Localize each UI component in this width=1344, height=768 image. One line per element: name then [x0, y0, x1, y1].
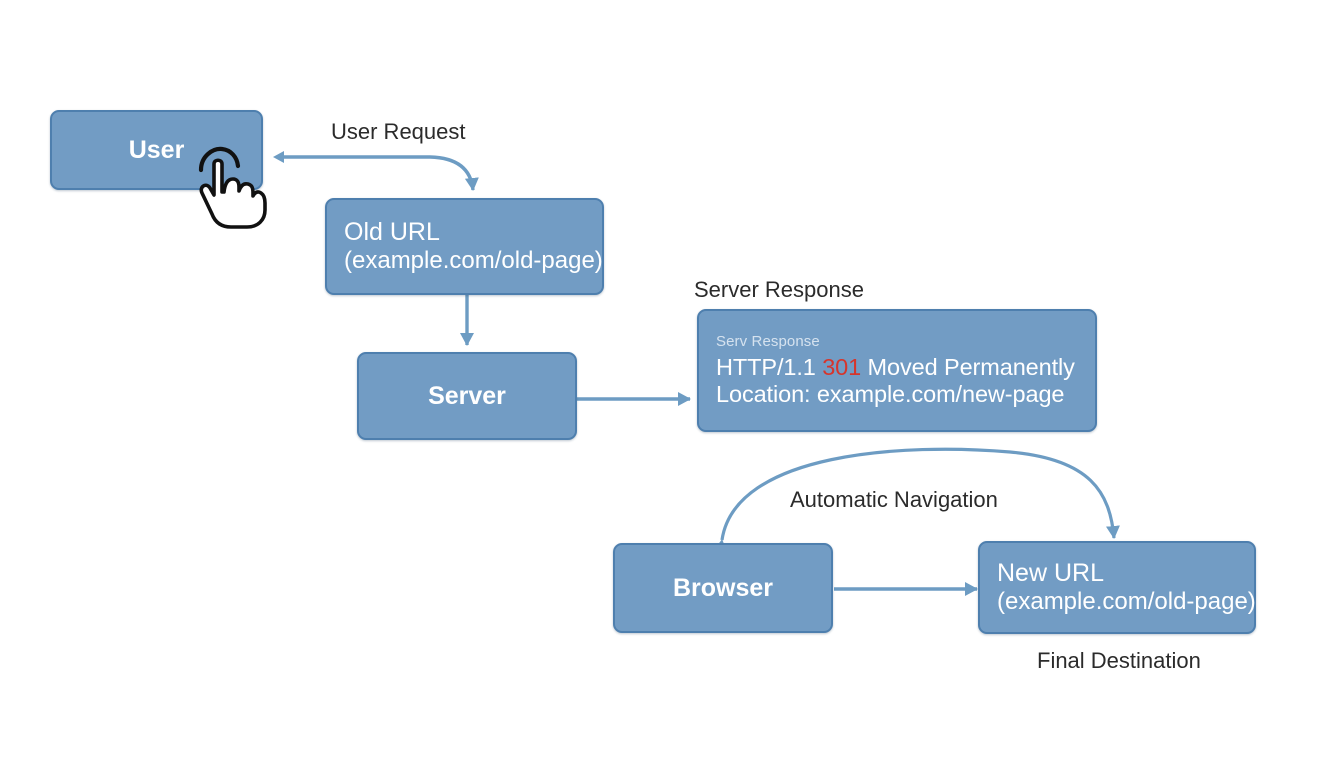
- connector-user-request: [273, 151, 479, 191]
- node-old-url[interactable]: Old URL (example.com/old-page): [325, 198, 604, 295]
- node-new-url-subtitle: (example.com/old-page): [997, 588, 1256, 616]
- node-server-label: Server: [428, 381, 506, 410]
- node-server-response-location-line: Location: example.com/new-page: [716, 381, 1065, 408]
- node-new-url-title: New URL: [997, 559, 1104, 588]
- node-browser[interactable]: Browser: [613, 543, 833, 633]
- node-old-url-subtitle: (example.com/old-page): [344, 247, 603, 275]
- node-user[interactable]: User: [50, 110, 263, 190]
- automatic-navigation-label: Automatic Navigation: [790, 487, 998, 512]
- pointing-hand-cursor-icon: [198, 146, 267, 229]
- user-request-label: User Request: [331, 119, 466, 144]
- node-server-response-tag: Serv Response: [716, 332, 820, 350]
- server-response-caption: Server Response: [694, 277, 864, 302]
- status-line-suffix: Moved Permanently: [861, 353, 1075, 380]
- status-line-prefix: HTTP/1.1: [716, 353, 823, 380]
- status-code-badge: 301: [822, 353, 862, 380]
- final-destination-label: Final Destination: [1037, 648, 1201, 673]
- node-server-response-status-line: HTTP/1.1 301 Moved Permanently: [699, 354, 1075, 381]
- node-server[interactable]: Server: [357, 352, 577, 440]
- node-server-response[interactable]: Serv Response HTTP/1.1 301 Moved Permane…: [697, 309, 1097, 432]
- node-new-url[interactable]: New URL (example.com/old-page): [978, 541, 1256, 634]
- node-browser-label: Browser: [672, 573, 774, 602]
- node-user-label: User: [128, 135, 185, 164]
- node-old-url-title: Old URL: [344, 218, 440, 247]
